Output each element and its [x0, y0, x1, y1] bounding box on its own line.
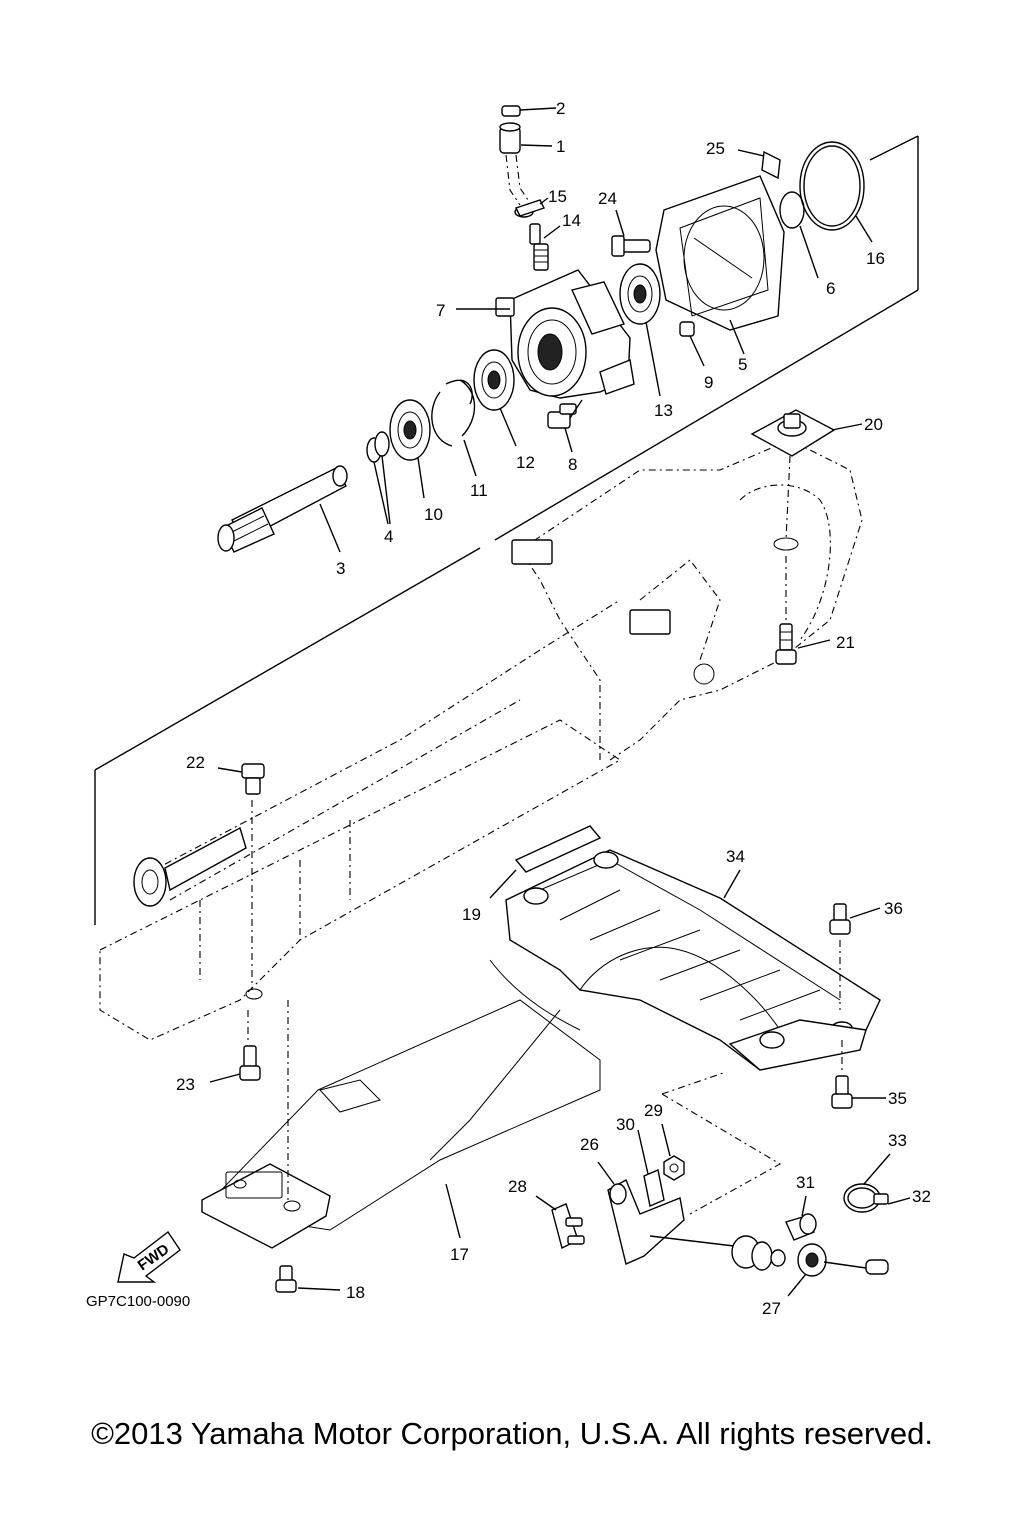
label-28: 28: [508, 1177, 527, 1196]
collar-31-part: [785, 1195, 817, 1241]
label-26: 26: [580, 1135, 599, 1154]
label-29: 29: [644, 1101, 663, 1120]
fitting-part: [515, 197, 561, 271]
label-2: 2: [556, 99, 565, 118]
fwd-arrow-icon: FWD: [117, 1230, 181, 1283]
plate-19-part: [489, 825, 602, 899]
label-21: 21: [836, 633, 855, 652]
label-32: 32: [912, 1187, 931, 1206]
bracket-26-part: [597, 1161, 685, 1265]
label-14: 14: [562, 211, 581, 230]
linkage-frame: [661, 1071, 782, 1215]
cable-27-part: [649, 1235, 889, 1297]
label-16: 16: [866, 249, 885, 268]
label-10: 10: [424, 505, 443, 524]
label-33: 33: [888, 1131, 907, 1150]
label-20: 20: [864, 415, 883, 434]
plate-20-part: [750, 409, 863, 665]
label-17: 17: [450, 1245, 469, 1264]
label-11: 11: [470, 481, 488, 500]
label-23: 23: [176, 1075, 195, 1094]
label-13: 13: [654, 401, 673, 420]
upper-assembly-frame: [94, 135, 919, 925]
label-35: 35: [888, 1089, 907, 1108]
bolt-18-part: [275, 1265, 341, 1293]
label-6: 6: [826, 279, 835, 298]
label-12: 12: [516, 453, 535, 472]
label-7: 7: [436, 301, 445, 320]
bolt-22-23-parts: [209, 763, 265, 1083]
bolt-24-part: [611, 209, 651, 257]
label-27: 27: [762, 1299, 781, 1318]
label-3: 3: [336, 559, 345, 578]
label-15: 15: [548, 187, 567, 206]
bearing-housing-part: [456, 269, 635, 399]
screws-28-part: [535, 1195, 585, 1250]
nut-29-part: [661, 1123, 685, 1181]
label-30: 30: [616, 1115, 635, 1134]
drawing-code: GP7C100-0090: [86, 1293, 190, 1310]
label-34: 34: [726, 847, 745, 866]
label-5: 5: [738, 355, 747, 374]
o-ring-parts: [737, 141, 873, 279]
plate-30-part: [637, 1129, 665, 1207]
label-22: 22: [186, 753, 205, 772]
ride-plate-17-part: [200, 959, 601, 1249]
label-1: 1: [556, 137, 565, 156]
label-31: 31: [796, 1173, 815, 1192]
label-24: 24: [598, 189, 617, 208]
plug-bolt-part: [547, 399, 583, 453]
jet-unit-outline: [99, 439, 863, 1041]
label-18: 18: [346, 1283, 365, 1302]
intake-grate-part: [505, 849, 881, 1071]
label-19: 19: [462, 905, 481, 924]
label-25: 25: [706, 139, 725, 158]
bearing-parts: [389, 263, 661, 499]
impeller-housing-part: [655, 175, 785, 367]
label-4: 4: [384, 527, 393, 546]
copyright-notice: ©2013 Yamaha Motor Corporation, U.S.A. A…: [91, 1416, 933, 1451]
label-9: 9: [704, 373, 713, 392]
drive-shaft-part: [217, 465, 348, 553]
label-8: 8: [568, 455, 577, 474]
bolt-35-36-parts: [829, 903, 886, 1109]
circlip-oring-parts: [366, 379, 477, 525]
part-labels: 1 2 3 4 5 6 7 8 9 10 11 12 13 14 15 16 1…: [176, 99, 931, 1318]
clamp-32-33-part: [843, 1153, 911, 1213]
label-36: 36: [884, 899, 903, 918]
